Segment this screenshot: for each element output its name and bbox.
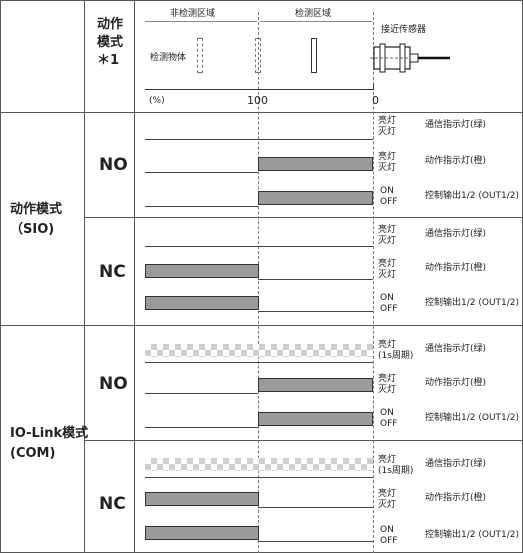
sio-no-op-indicator: 动作指示灯(橙) <box>425 156 487 166</box>
sio-no-nc-divider <box>84 217 523 218</box>
col-divider-1 <box>84 0 85 553</box>
sio-nc-comm-state: 亮灯 灭灯 <box>378 225 397 246</box>
detected-object-near-icon <box>311 38 317 73</box>
com-nc-op-baseline <box>258 507 373 508</box>
left-border <box>0 0 1 553</box>
operation-mode-heading: 动作 模式 ＊1 <box>97 17 124 68</box>
sio-no-out-state: ON OFF <box>380 186 398 207</box>
non-detection-area-label: 非检测区域 <box>170 9 216 19</box>
proximity-sensor-label: 接近传感器 <box>381 25 427 35</box>
com-nc-op-on-bar <box>145 492 259 506</box>
sio-nc-comm-indicator: 通信指示灯(绿) <box>425 229 487 239</box>
sio-no-op-baseline <box>145 172 258 173</box>
axis-tick-0-label: 0 <box>372 94 379 107</box>
sio-no-op-on-bar <box>258 157 373 171</box>
sio-mode-label: 动作模式 （SIO) <box>10 202 63 237</box>
com-nc-label: NC <box>99 494 126 514</box>
com-mode-label: IO-Link模式 (COM) <box>10 426 89 461</box>
com-nc-comm-state: 亮灯 (1s周期) <box>378 455 414 476</box>
axis-tick-0 <box>373 84 374 90</box>
detected-object-icon <box>197 38 203 73</box>
com-no-op-baseline <box>145 393 258 394</box>
sio-nc-comm-baseline <box>145 246 373 247</box>
sio-nc-op-baseline <box>258 279 373 280</box>
col-divider-2 <box>134 0 135 553</box>
com-nc-op-indicator: 动作指示灯(橙) <box>425 493 487 503</box>
header-divider <box>0 112 523 113</box>
detected-object-label: 检测物体 <box>150 53 187 63</box>
sio-no-label: NO <box>99 155 128 175</box>
sio-no-op-state: 亮灯 灭灯 <box>378 152 397 173</box>
com-no-comm-state: 亮灯 (1s周期) <box>378 340 414 361</box>
com-no-label: NO <box>99 374 128 394</box>
axis-tick-100-label: 100 <box>247 94 268 107</box>
non-detection-arrow <box>145 21 257 22</box>
com-no-op-indicator: 动作指示灯(橙) <box>425 378 487 388</box>
sio-nc-out-label: 控制输出1/2 (OUT1/2) <box>425 298 520 308</box>
detection-area-label: 检测区域 <box>295 9 332 19</box>
sio-nc-op-indicator: 动作指示灯(橙) <box>425 263 487 273</box>
proximity-sensor-icon <box>370 43 450 73</box>
sio-nc-op-state: 亮灯 灭灯 <box>378 259 397 280</box>
com-nc-op-state: 亮灯 灭灯 <box>378 489 397 510</box>
com-nc-comm-blink-bar <box>145 458 373 471</box>
sio-no-out-label: 控制输出1/2 (OUT1/2) <box>425 191 520 201</box>
com-no-nc-divider <box>84 440 523 441</box>
com-nc-out-label: 控制输出1/2 (OUT1/2) <box>425 530 520 540</box>
com-no-comm-baseline <box>145 362 373 363</box>
com-no-out-baseline <box>145 427 258 428</box>
sio-nc-out-state: ON OFF <box>380 293 398 314</box>
com-nc-comm-indicator: 通信指示灯(绿) <box>425 459 487 469</box>
boundary-100-line <box>258 12 259 553</box>
com-nc-out-on-bar <box>145 526 259 540</box>
sio-nc-label: NC <box>99 262 126 282</box>
com-no-out-label: 控制输出1/2 (OUT1/2) <box>425 413 520 423</box>
detected-object-mid-icon <box>255 38 261 73</box>
sio-no-comm-indicator: 通信指示灯(绿) <box>425 120 487 130</box>
sio-no-out-on-bar <box>258 191 373 205</box>
com-nc-comm-baseline <box>145 477 373 478</box>
com-nc-out-state: ON OFF <box>380 525 398 546</box>
detection-arrow <box>260 21 372 22</box>
com-no-comm-indicator: 通信指示灯(绿) <box>425 344 487 354</box>
com-no-out-state: ON OFF <box>380 408 398 429</box>
sio-no-comm-baseline <box>145 139 373 140</box>
percent-unit-label: (%) <box>149 96 165 106</box>
com-no-comm-blink-bar <box>145 344 373 357</box>
sio-no-out-baseline <box>145 206 258 207</box>
sio-nc-out-on-bar <box>145 296 259 310</box>
com-no-out-on-bar <box>258 412 373 426</box>
distance-axis <box>145 89 374 90</box>
boundary-0-line <box>373 12 374 553</box>
com-no-op-on-bar <box>258 378 373 392</box>
com-no-op-state: 亮灯 灭灯 <box>378 374 397 395</box>
sio-nc-op-on-bar <box>145 264 259 278</box>
sio-nc-out-baseline <box>258 311 373 312</box>
top-border <box>0 0 523 1</box>
section-divider <box>0 325 523 326</box>
com-nc-out-baseline <box>258 541 373 542</box>
sio-no-comm-state: 亮灯 灭灯 <box>378 116 397 137</box>
